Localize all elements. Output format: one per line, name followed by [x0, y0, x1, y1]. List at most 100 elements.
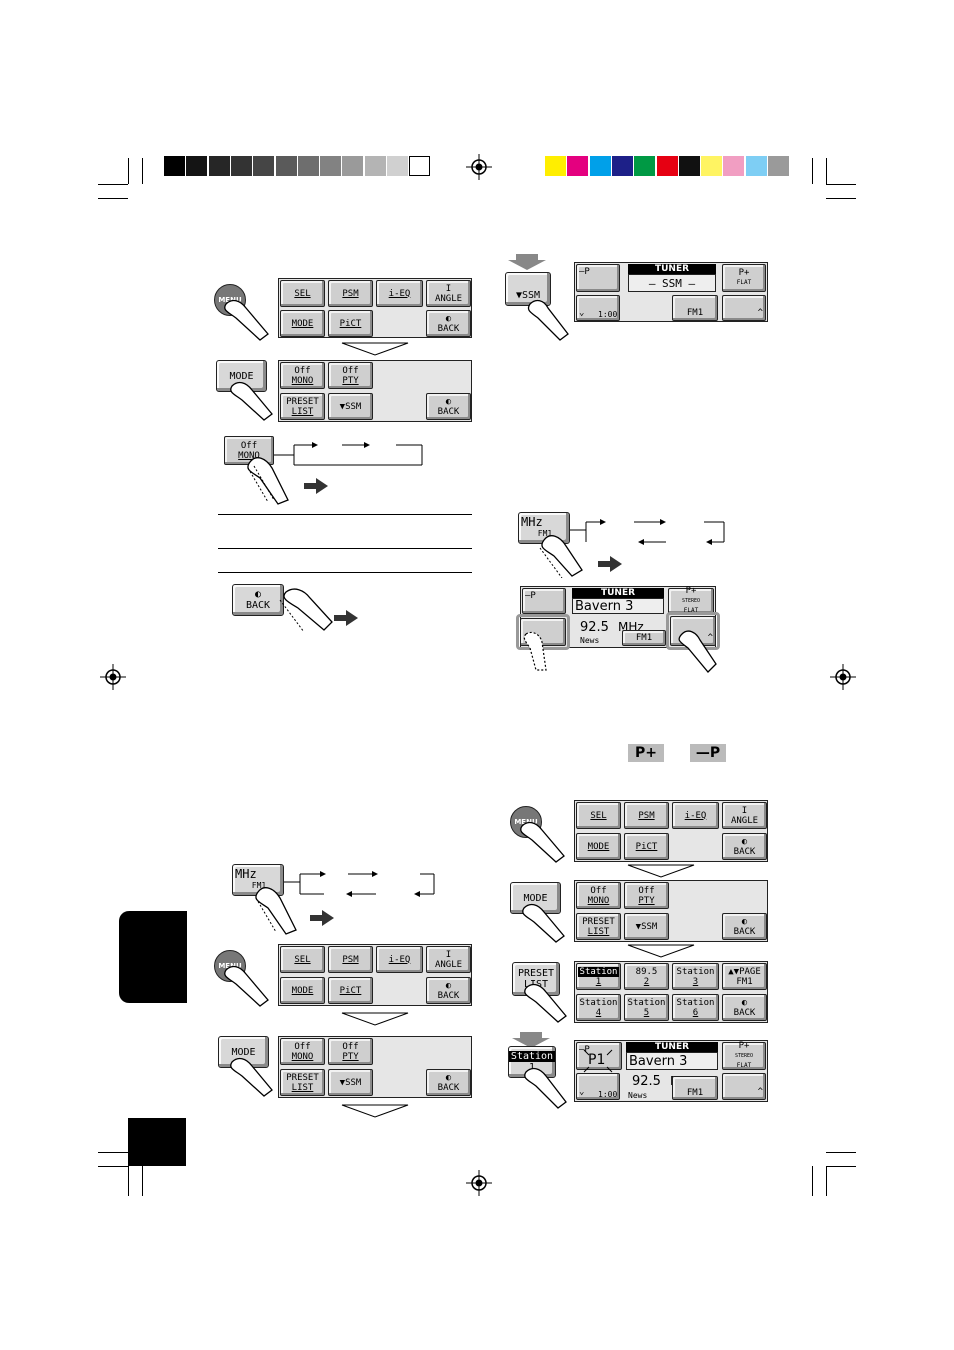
color-swatch [768, 156, 789, 176]
finger-icon [224, 299, 269, 341]
pict-button[interactable]: PiCT [328, 310, 373, 337]
page-number-block [128, 1118, 186, 1166]
finger-icon [255, 887, 297, 935]
finger-icon [523, 631, 547, 671]
mode-button[interactable]: MODE [280, 310, 325, 337]
ieq-button[interactable]: i-EQ [672, 802, 719, 829]
table-rule [218, 572, 472, 573]
table-rule [218, 548, 472, 549]
back-button[interactable]: ◐BACK [426, 977, 471, 1004]
band-button[interactable]: FM1 [672, 295, 718, 321]
gray-swatch [320, 156, 342, 176]
right-arrow-icon [334, 610, 358, 626]
p-plus-label: P+ [628, 744, 664, 762]
ssm-button[interactable]: ▼SSM [328, 393, 373, 420]
ssm-status: — SSM — [628, 274, 716, 292]
ssm-button[interactable]: ▼SSM [624, 913, 669, 940]
back-button[interactable]: ◐BACK [426, 1069, 471, 1096]
mode-key[interactable]: MODE [510, 882, 561, 914]
crop-mark [142, 1166, 143, 1196]
back-button[interactable]: ◐BACK [426, 310, 471, 337]
pict-button[interactable]: PiCT [328, 977, 373, 1004]
mode-button[interactable]: MODE [280, 977, 325, 1004]
finger-icon [230, 381, 273, 421]
tuner-title: TUNER [626, 1042, 718, 1052]
gray-swatch [409, 156, 431, 176]
pict-button[interactable]: PiCT [624, 833, 669, 860]
band-button[interactable]: FM1 [622, 630, 666, 646]
back-button[interactable]: ◐BACK [722, 833, 767, 860]
registration-target-icon [100, 664, 126, 690]
ieq-button[interactable]: i-EQ [376, 280, 423, 307]
menu-button[interactable]: MENU [214, 284, 246, 316]
crop-mark [826, 1166, 856, 1167]
down-arrow-icon [627, 944, 695, 958]
color-swatch [656, 156, 678, 176]
band-button[interactable]: FM1 [672, 1076, 718, 1100]
seek-down-button[interactable]: ⌄ [576, 295, 620, 321]
finger-icon [527, 299, 569, 341]
sel-button[interactable]: SEL [280, 946, 325, 973]
ssm-button[interactable]: ▼SSM [328, 1069, 373, 1096]
station-name: Bavern 3 [572, 598, 664, 614]
plus-p-button[interactable]: P+FLAT [722, 264, 766, 292]
crop-mark [98, 1152, 128, 1153]
crop-mark [826, 1152, 856, 1153]
back-button[interactable]: ◐BACK [722, 913, 767, 940]
color-swatch [634, 156, 656, 176]
crop-mark [98, 184, 128, 185]
blink-icon [583, 1049, 613, 1073]
crop-mark [826, 158, 827, 184]
preset-number: P1 [588, 1052, 606, 1068]
mode-key[interactable]: MODE [218, 1036, 269, 1068]
mode-button[interactable]: MODE [576, 833, 621, 860]
back-button[interactable]: ◐BACK [426, 393, 471, 420]
clock: 1:00 [598, 1090, 618, 1099]
ieq-button[interactable]: i-EQ [376, 946, 423, 973]
psm-button[interactable]: PSM [624, 802, 669, 829]
seek-down-button[interactable]: ⌄ [576, 1073, 620, 1100]
sel-button[interactable]: SEL [576, 802, 621, 829]
sel-button[interactable]: SEL [280, 280, 325, 307]
seek-up-button[interactable]: ^ [722, 1073, 766, 1100]
back-key[interactable]: ◐BACK [232, 584, 284, 616]
frequency: 92.5 [632, 1074, 661, 1089]
gray-swatch [208, 156, 230, 176]
minus-p-button[interactable]: —P [522, 588, 566, 614]
press-arrow-icon [508, 254, 546, 270]
cycle-diagram [284, 871, 435, 897]
minus-p-button[interactable]: —P [576, 264, 620, 292]
seek-up-button[interactable]: ^ [722, 295, 766, 321]
crop-mark [98, 198, 128, 199]
gray-swatch [230, 156, 252, 176]
ssm-key[interactable]: ▼SSM [505, 272, 551, 306]
psm-button[interactable]: PSM [328, 946, 373, 973]
seek-up-button[interactable]: ^ [670, 616, 716, 646]
psm-button[interactable]: PSM [328, 280, 373, 307]
back-button[interactable]: ◐BACK [722, 994, 767, 1021]
down-arrow-icon [627, 864, 695, 878]
crop-mark [812, 1166, 813, 1196]
